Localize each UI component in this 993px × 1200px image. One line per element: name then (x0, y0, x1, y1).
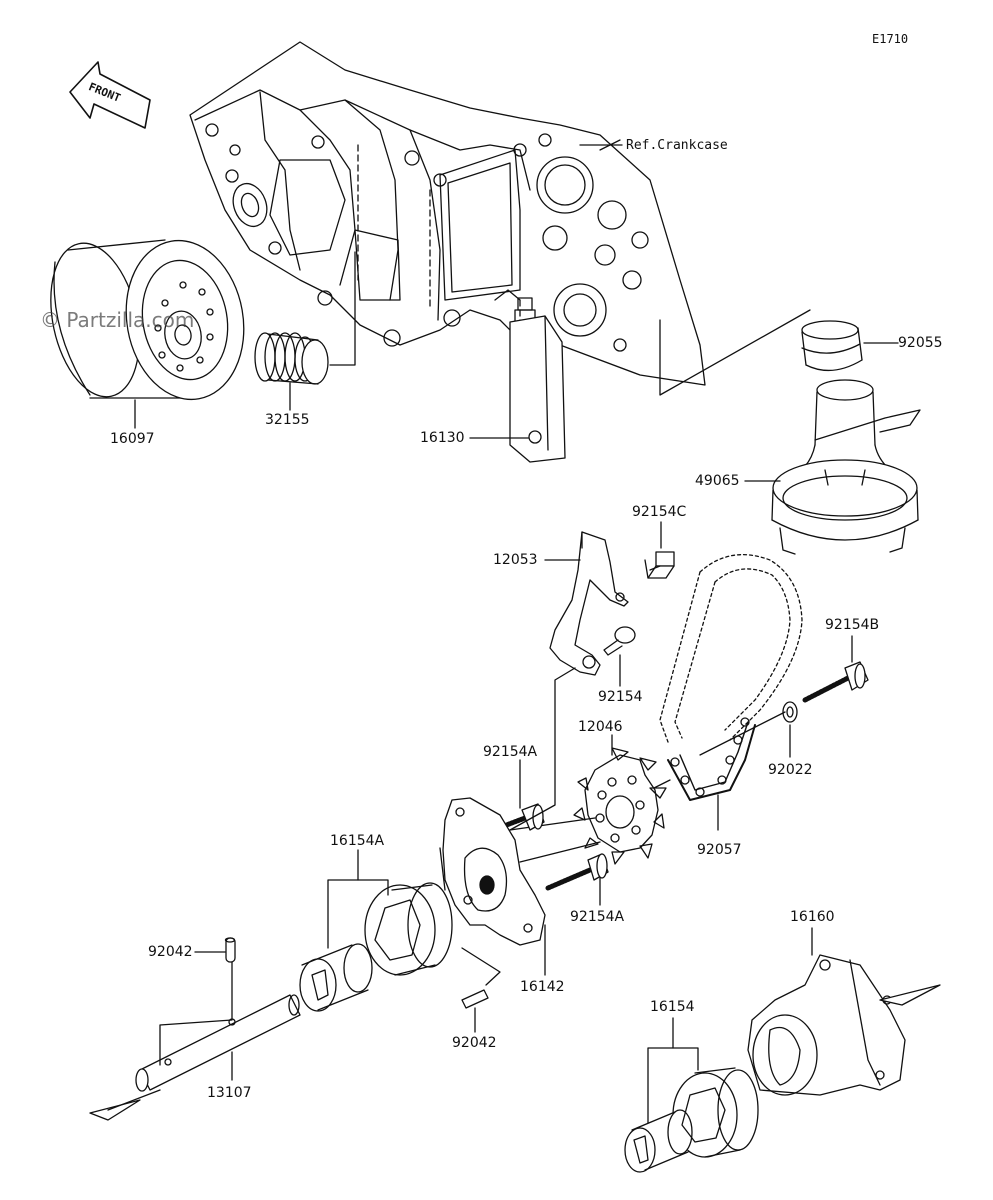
axis-line-2 (520, 842, 600, 862)
chain-guide-12053 (550, 532, 628, 675)
label-92042-mid: 92042 (452, 1035, 497, 1051)
label-13107: 13107 (207, 1085, 252, 1101)
label-16097: 16097 (110, 431, 155, 447)
leader-guide-to-pump (510, 668, 575, 830)
axis-arrow-right (880, 985, 940, 1005)
pin-92042-left (226, 938, 236, 962)
label-92042-left: 92042 (148, 944, 193, 960)
washer-92022 (783, 702, 797, 722)
axis-arrow-left (90, 1100, 140, 1120)
rotor-outer-16154A (365, 883, 452, 975)
label-32155: 32155 (265, 412, 310, 428)
chain-92057 (660, 555, 802, 800)
oil-filter-16097 (38, 231, 256, 409)
reference-label: Ref.Crankcase (626, 138, 728, 153)
shaft-13107 (136, 995, 300, 1091)
leader-92055-to-case (660, 310, 810, 395)
sprocket-12046 (574, 748, 666, 864)
axis-line-left (108, 1090, 160, 1110)
label-49065: 49065 (695, 473, 740, 489)
rotor-inner-16154A (300, 944, 372, 1011)
label-92057: 92057 (697, 842, 742, 858)
front-arrow-icon (70, 62, 150, 128)
cap-92055 (800, 321, 862, 370)
bolt-92154A-bottom (548, 854, 608, 888)
bolt-92154 (604, 627, 635, 655)
label-16142: 16142 (520, 979, 565, 995)
pump-cover-16160 (748, 955, 905, 1095)
label-12046: 12046 (578, 719, 623, 735)
label-16130: 16130 (420, 430, 465, 446)
label-92154C: 92154C (632, 504, 687, 520)
leader-32155-to-case (330, 252, 355, 365)
strainer-49065 (765, 380, 935, 558)
leader-pin-to-shaft (160, 958, 232, 1065)
pump-body-16142 (440, 798, 545, 945)
rotor-inner-16154 (625, 1110, 692, 1172)
label-16154: 16154 (650, 999, 695, 1015)
label-16154A: 16154A (330, 833, 385, 849)
label-12053: 12053 (493, 552, 538, 568)
watermark: © Partzilla.com (40, 308, 195, 332)
nipple-32155 (255, 333, 328, 384)
leader-pin-mid-to-pump (462, 948, 500, 985)
bolt-92154C (645, 552, 674, 578)
label-92154A-bottom: 92154A (570, 909, 625, 925)
label-92055: 92055 (898, 335, 943, 351)
fitting-16130 (510, 298, 565, 462)
label-16160: 16160 (790, 909, 835, 925)
label-92022: 92022 (768, 762, 813, 778)
label-92154: 92154 (598, 689, 643, 705)
crankcase-illustration (190, 42, 705, 390)
rotor-outer-16154 (673, 1068, 760, 1157)
diagram-code: E1710 (872, 32, 909, 46)
leader-washer-axis (700, 712, 785, 755)
axis-line-1 (510, 818, 595, 830)
label-92154A-top: 92154A (483, 744, 538, 760)
bolt-92154B (805, 662, 868, 700)
label-92154B: 92154B (825, 617, 880, 633)
pin-92042-mid (462, 990, 488, 1008)
